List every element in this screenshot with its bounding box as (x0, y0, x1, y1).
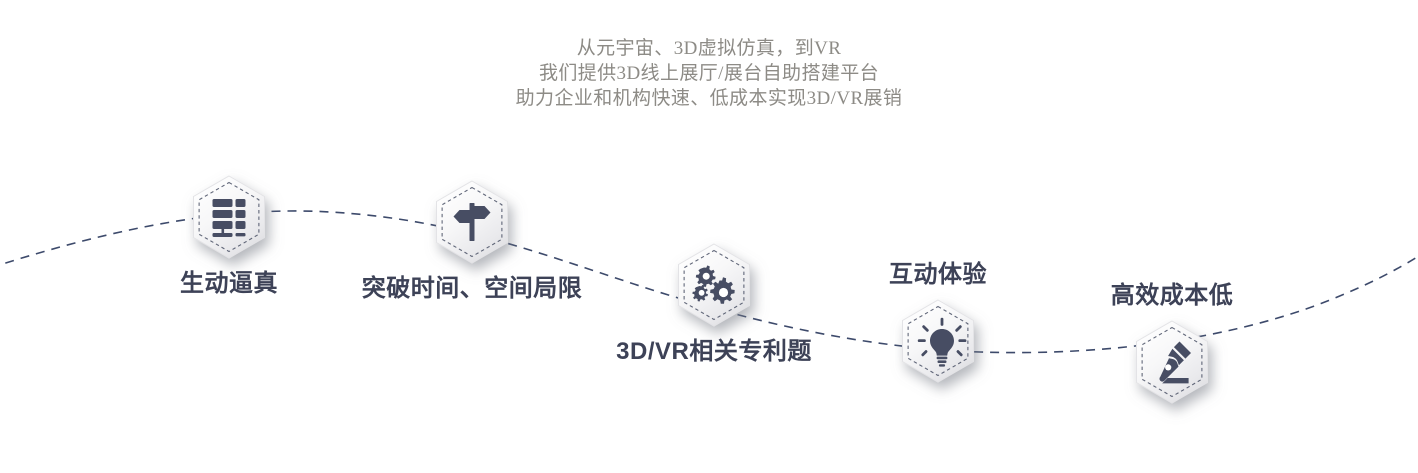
hexagon-inner-dashed-border (1141, 326, 1203, 398)
hexagon-inner-dashed-border (683, 249, 745, 321)
hexagon-inner-dashed-border (907, 305, 969, 377)
milestone-label: 3D/VR相关专利题 (616, 338, 812, 365)
hexagon-badge[interactable] (185, 173, 273, 261)
milestone-label: 生动逼真 (180, 270, 278, 297)
hexagon-badge[interactable] (894, 297, 982, 385)
hexagon-inner-dashed-border (198, 181, 260, 253)
milestone-label: 高效成本低 (1110, 282, 1234, 309)
hexagon-badge[interactable] (428, 178, 516, 266)
hexagon-badge[interactable] (1128, 318, 1216, 406)
milestone-label: 互动体验 (889, 261, 987, 288)
hexagon-inner-dashed-border (441, 186, 503, 258)
milestone-label: 突破时间、空间局限 (361, 275, 583, 302)
hexagon-badge[interactable] (670, 241, 758, 329)
